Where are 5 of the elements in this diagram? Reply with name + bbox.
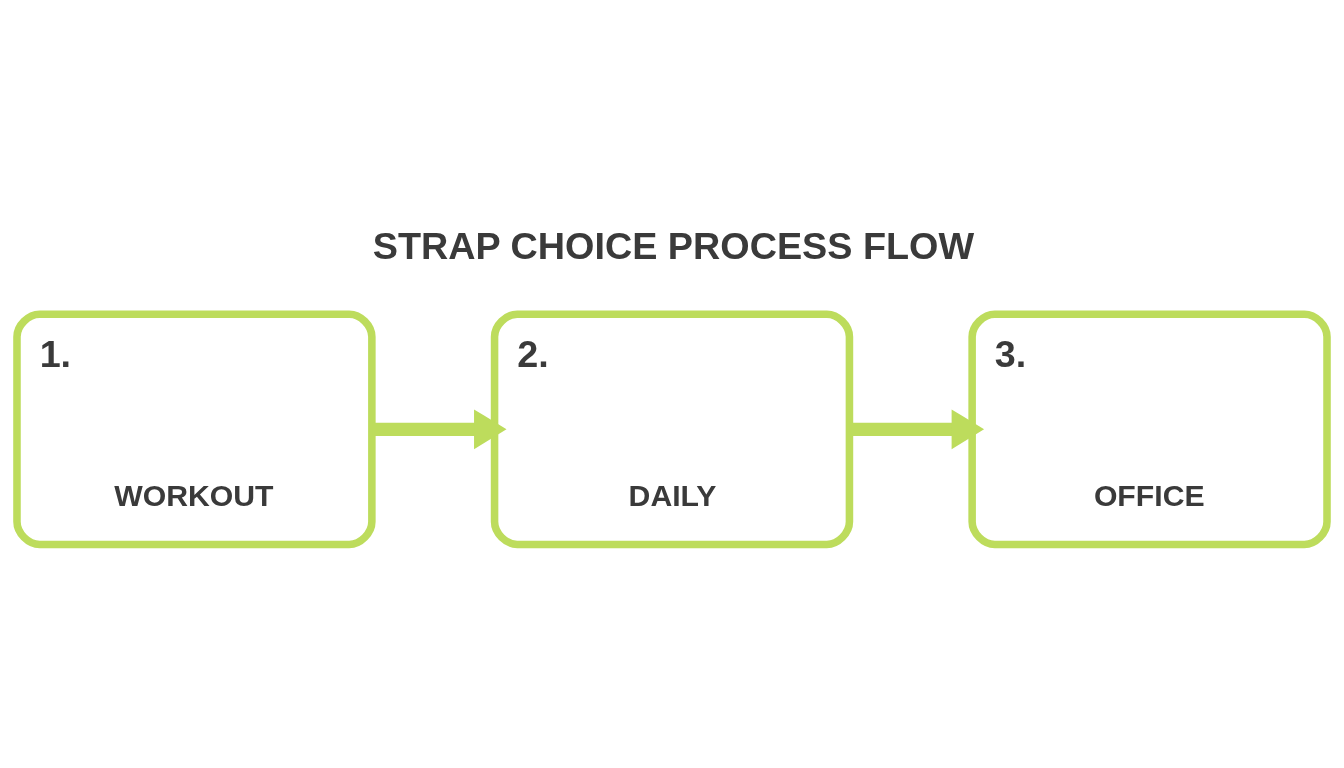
node-box: 2. DAILY — [490, 310, 854, 549]
node-box: 3. OFFICE — [968, 310, 1331, 549]
node-box: 1. WORKOUT — [13, 310, 376, 549]
arrow — [372, 409, 507, 450]
diagram-title: STRAP CHOICE PROCESS FLOW — [372, 225, 975, 268]
